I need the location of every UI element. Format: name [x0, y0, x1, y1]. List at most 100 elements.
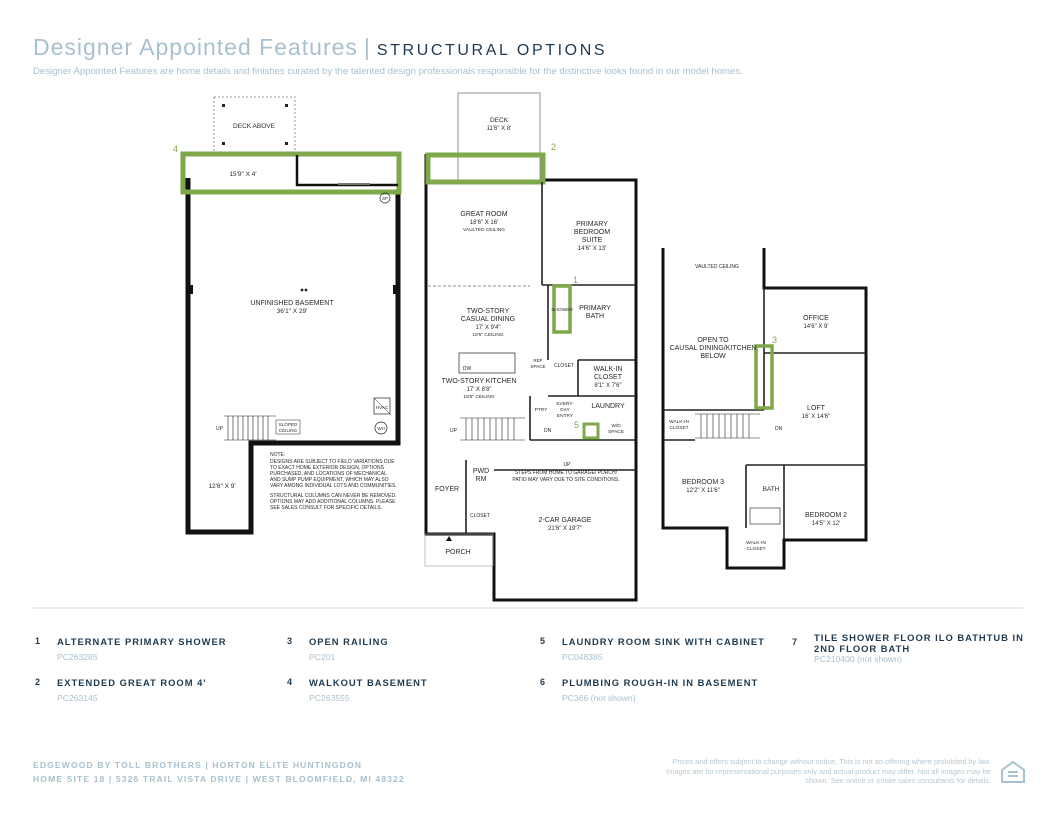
laundry-label: LAUNDRY [591, 403, 625, 410]
note-line: DESIGNS ARE SUBJECT TO FIELD VARIATIONS … [270, 459, 395, 465]
option-number: 2 [35, 677, 41, 687]
note-line: NOTE: [270, 452, 285, 458]
option-code: PC263555 [309, 693, 350, 703]
office-dim: 14'6" X 9' [803, 324, 828, 330]
basement-room-label: UNFINISHED BASEMENT [250, 300, 334, 307]
walkin-closet-2f-2: CLOSET [669, 425, 688, 431]
extended-great-room-highlight [425, 152, 546, 185]
bedroom-2-label: BEDROOM 2 [805, 512, 847, 519]
walkin-closet-2: CLOSET [594, 374, 623, 381]
kitchen-label: TWO-STORY KITCHEN [441, 378, 516, 385]
great-room-dim: 18'6" X 16' [470, 220, 498, 226]
footer-disclaimer: Prices and offers subject to change with… [666, 757, 991, 786]
deck-above-label: DECK ABOVE [233, 123, 276, 130]
note-line: TO EXACT HOME EXTERIOR DESIGN, OPTIONS [270, 465, 385, 471]
primary-bath-1: PRIMARY [579, 305, 611, 312]
option-title: TILE SHOWER FLOOR ILO BATHTUB IN 2ND FLO… [814, 632, 1024, 654]
bath-label: BATH [763, 486, 780, 493]
title-section: STRUCTURAL OPTIONS [376, 42, 608, 59]
option-code: PC210400 (not shown) [814, 654, 902, 664]
option-code: PC201 [309, 652, 336, 662]
walkin-closet-2f-1: WALK-IN [669, 419, 689, 425]
dishwasher-label: DW [463, 366, 472, 372]
option-title: ALTERNATE PRIMARY SHOWER [57, 636, 227, 647]
deck-outline [457, 92, 541, 184]
bedroom-2-dim: 14'5" X 12' [812, 521, 840, 527]
option-number: 5 [540, 636, 546, 646]
wd-space-2: SPACE [608, 429, 624, 435]
option-code: PC366 (not shown) [562, 693, 636, 703]
bathtub [749, 507, 781, 525]
wd-space-1: W/D [611, 423, 621, 429]
callout-3: 3 [772, 335, 777, 345]
note-line: OPTIONS MAY ADD ADDITIONAL COLUMNS. PLEA… [270, 499, 396, 505]
option-code: PC263145 [57, 693, 98, 703]
first-floor-plan: DECK 11'6" X 8' 2 1 5 GREAT ROOM 18'6" X… [424, 92, 638, 602]
page-title: Designer Appointed Features| STRUCTURAL O… [33, 34, 607, 61]
closet-label: CLOSET [554, 363, 574, 369]
page-subtitle: Designer Appointed Features are home det… [33, 66, 743, 77]
callout-5: 5 [574, 420, 579, 430]
primary-shower-highlight [552, 284, 572, 334]
vaulted-ceiling-label: VAULTED CEILING [695, 264, 739, 270]
primary-suite-2: BEDROOM [574, 229, 610, 236]
walkin-closet-1: WALK-IN [594, 366, 623, 373]
kitchen-island [458, 352, 516, 374]
primary-suite-3: SUITE [582, 237, 603, 244]
walkin-closet-2f-b-2: CLOSET [746, 546, 765, 552]
kitchen-dim: 17' X 8'8" [466, 387, 491, 393]
sloped-ceiling-2: CEILING [279, 428, 298, 433]
powder-room-1: PWD [473, 468, 489, 475]
loft-dim: 16' X 14'6" [802, 414, 830, 420]
sump-pump-label: SP [382, 196, 388, 201]
casual-dining-note: 18'5" CEILING [472, 332, 503, 338]
deck-label: DECK [490, 117, 509, 124]
foyer-label: FOYER [435, 486, 459, 493]
note-line: PURCHASED, AND LOCATIONS OF MECHANICAL [270, 471, 387, 477]
basement-plan: DECK ABOVE 15'9" X 4' 4 SP UNFINISHED BA… [173, 96, 402, 535]
option-code: PC263285 [57, 652, 98, 662]
ref-space-2: SPACE [530, 364, 545, 369]
primary-suite-dim: 14'6" X 13' [578, 246, 606, 252]
callout-2: 2 [551, 142, 556, 152]
everyday-entry-3: ENTRY [557, 413, 574, 419]
walkout-dim: 15'9" X 4' [229, 171, 256, 178]
loft-label: LOFT [807, 405, 826, 412]
garage-label: 2-CAR GARAGE [539, 517, 592, 524]
note-line: SEE SALES CONSULT FOR SPECIFIC DETAILS. [270, 505, 382, 511]
kitchen-note: 18'5" CEILING [463, 394, 494, 400]
open-to-below-2: CAUSAL DINING/KITCHEN [670, 345, 757, 352]
bedroom-3-label: BEDROOM 3 [682, 479, 724, 486]
footer-community: EDGEWOOD BY TOLL BROTHERS | HORTON ELITE… [33, 760, 363, 770]
foyer-closet-label: CLOSET [470, 513, 490, 519]
option-code: PC048385 [562, 652, 603, 662]
option-title: PLUMBING ROUGH-IN IN BASEMENT [562, 677, 759, 688]
title-divider: | [363, 34, 371, 60]
primary-bath-2: BATH [586, 313, 604, 320]
shower-label: SHOWER [551, 307, 573, 313]
porch-outline [424, 533, 494, 567]
callout-1: 1 [573, 275, 578, 285]
floor-plans: DECK ABOVE 15'9" X 4' 4 SP UNFINISHED BA… [173, 92, 868, 602]
garage-dim: 21'6" X 19'7" [548, 526, 582, 532]
everyday-entry-2: DAY [560, 407, 570, 413]
basement-room-dim: 36'1" X 29' [277, 308, 308, 315]
laundry-sink-highlight [582, 422, 600, 440]
sloped-ceiling-1: SLOPED [279, 422, 298, 427]
bedroom-3-dim: 12'2" X 11'6" [686, 488, 719, 494]
stair-down-label: DN [544, 428, 552, 434]
option-number: 4 [287, 677, 293, 687]
alcove-dim: 12'6" X 9' [208, 483, 235, 490]
everyday-entry-1: EVERY- [556, 401, 574, 407]
casual-dining-2: CASUAL DINING [461, 316, 515, 323]
option-number: 6 [540, 677, 546, 687]
note-line: AND SUMP PUMP EQUIPMENT, WHICH MAY ALSO [270, 477, 389, 483]
steps-note-1: STEPS FROM HOME TO GARAGE/ PORCH/ [515, 470, 618, 476]
garage-up-label: UP [564, 462, 572, 468]
walkin-closet-2f-b-1: WALK-IN [746, 540, 766, 546]
ref-space-1: REF [533, 358, 542, 363]
title-main: Designer Appointed Features [33, 34, 358, 60]
option-number: 7 [792, 637, 798, 647]
option-number: 3 [287, 636, 293, 646]
note-line: VARY AMONG INDIVIDUAL LOTS AND COMMUNITI… [270, 483, 397, 489]
